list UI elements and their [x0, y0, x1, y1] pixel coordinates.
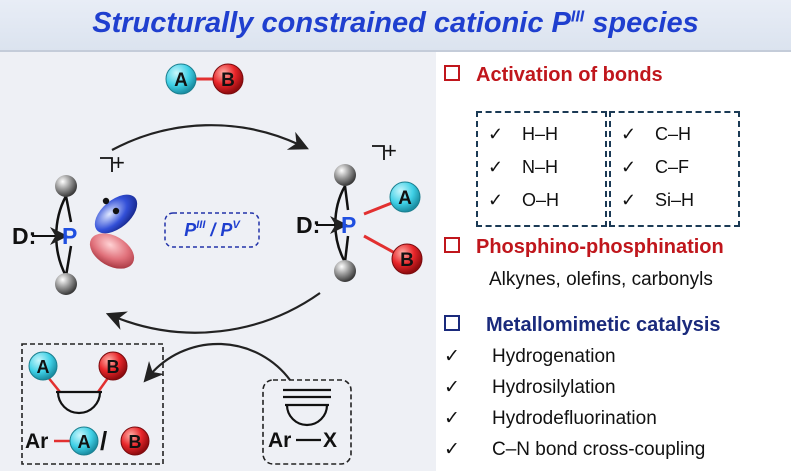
bound-atom-b	[391, 243, 423, 275]
aryl-label: Ar	[25, 430, 48, 453]
phosphino-title: Phosphino-phosphination	[476, 236, 724, 258]
coupled-a-label: A	[78, 432, 91, 452]
activation-title: Activation of bonds	[476, 64, 663, 86]
substrate-aryl-label: Ar	[268, 429, 291, 452]
catalysis-item: ✓Hydrosilylation	[444, 377, 616, 398]
bound-atom-a	[389, 181, 421, 213]
charge-label: +	[112, 150, 125, 175]
activation-heading: Activation of bonds	[444, 64, 663, 87]
diagram-panel	[0, 52, 436, 471]
check-icon: ✓	[621, 124, 637, 144]
reagent-atom-a	[165, 63, 197, 95]
page-title: Structurally constrained cationic PIII s…	[0, 7, 791, 40]
bond-item: ✓C–F	[621, 157, 690, 177]
bond-item: ✓Si–H	[621, 190, 695, 210]
cross-coupling-arrow	[143, 342, 291, 383]
check-icon: ✓	[444, 439, 460, 460]
catalysis-item: ✓Hydrodefluorination	[444, 408, 657, 429]
reagent-a-label: A	[174, 70, 188, 91]
phosphino-subtitle: Alkynes, olefins, carbonyls	[489, 269, 713, 290]
bound-a-label: A	[398, 188, 412, 209]
phosphorus-label: P	[341, 212, 356, 238]
coupled-atom-a	[69, 426, 99, 456]
product-b-label: B	[107, 357, 120, 377]
checkbox-icon	[444, 237, 460, 253]
halide-label: X	[323, 429, 337, 452]
title-tail: species	[584, 7, 699, 39]
phosphorus-label: P	[62, 223, 77, 249]
empty-orbital	[89, 233, 135, 269]
check-icon: ✓	[488, 157, 504, 177]
bond-item: ✓N–H	[488, 157, 559, 177]
product-box	[21, 343, 164, 465]
charge-label: +	[384, 138, 397, 163]
coupled-atom-b	[120, 426, 150, 456]
check-icon: ✓	[488, 124, 504, 144]
title-superscript: III	[570, 8, 585, 26]
catalysis-title: Metallomimetic catalysis	[486, 314, 721, 336]
reagent-atom-b	[212, 63, 244, 95]
product-atom-b	[98, 351, 128, 381]
slash-label: /	[100, 426, 107, 456]
checkbox-icon	[444, 65, 460, 81]
bond-item: ✓O–H	[488, 190, 560, 210]
check-icon: ✓	[444, 346, 460, 367]
substrate-box	[262, 379, 352, 465]
product-atom-a	[28, 351, 58, 381]
title-banner: Structurally constrained cationic PIII s…	[0, 0, 791, 52]
title-main: Structurally constrained cationic P	[92, 7, 571, 39]
applications-panel	[436, 52, 791, 471]
substituent-sphere	[334, 164, 356, 186]
check-icon: ✓	[621, 190, 637, 210]
check-icon: ✓	[488, 190, 504, 210]
catalysis-heading: Metallomimetic catalysis	[444, 314, 721, 337]
check-icon: ✓	[444, 377, 460, 398]
reagent-b-label: B	[221, 70, 235, 91]
check-icon: ✓	[621, 157, 637, 177]
bond-item: ✓H–H	[488, 124, 559, 144]
coupled-b-label: B	[129, 432, 142, 452]
substituent-sphere	[55, 273, 77, 295]
bond-item: ✓C–H	[621, 124, 692, 144]
product-a-label: A	[37, 357, 50, 377]
bond-box-right	[609, 111, 740, 227]
oxidative-addition-arrow	[111, 124, 309, 151]
phosphino-heading: Phosphino-phosphination	[444, 236, 724, 259]
bound-b-label: B	[400, 250, 414, 271]
catalysis-item: ✓Hydrogenation	[444, 346, 616, 367]
redox-label-box	[164, 212, 260, 248]
reductive-elimination-arrow	[105, 292, 321, 334]
check-icon: ✓	[444, 408, 460, 429]
bond-box-left	[476, 111, 607, 227]
checkbox-icon	[444, 315, 460, 331]
substituent-sphere	[55, 175, 77, 197]
catalysis-item: ✓C–N bond cross-coupling	[444, 439, 706, 460]
substituent-sphere	[334, 260, 356, 282]
redox-label: PIII / PV	[184, 219, 241, 240]
